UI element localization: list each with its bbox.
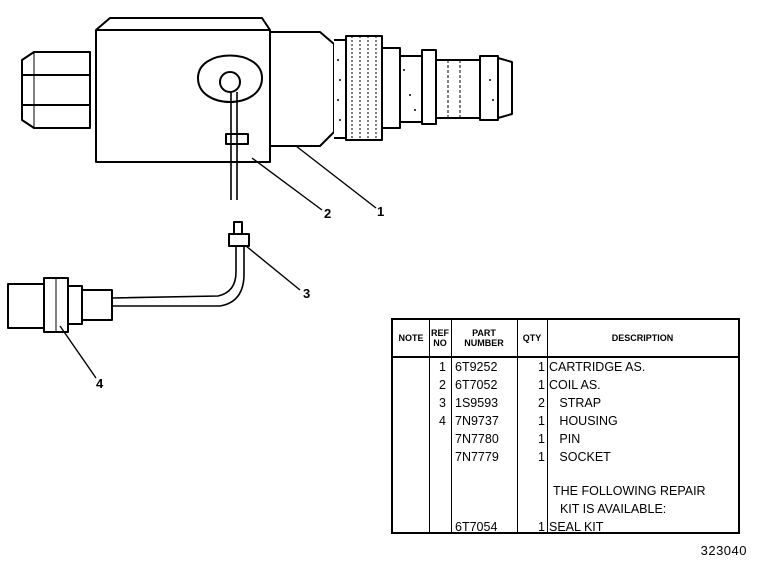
row-2-desc: COIL AS. <box>549 378 601 392</box>
row-3-qty: 2 <box>538 396 545 410</box>
header-description: DESCRIPTION <box>547 320 738 358</box>
callout-1: 1 <box>377 204 385 219</box>
row-1-part: 6T9252 <box>455 360 498 374</box>
row-4-desc: HOUSING <box>549 414 618 428</box>
thread-texture <box>337 59 494 121</box>
row-6-part: 7N7779 <box>455 450 499 464</box>
row-1-desc: CARTRIDGE AS. <box>549 360 646 374</box>
kit-note-line-1: THE FOLLOWING REPAIR <box>553 484 706 498</box>
row-6-desc: SOCKET <box>549 450 611 464</box>
callout-3: 3 <box>303 286 311 301</box>
drawing-number: 323040 <box>700 543 747 558</box>
header-qty: QTY <box>517 320 547 358</box>
parts-list-table: NOTE REF NO PART NUMBER QTY DESCRIPTION … <box>391 318 740 534</box>
row-2-ref: 2 <box>439 378 446 392</box>
row-4-qty: 1 <box>538 414 545 428</box>
coil-lead-wire <box>230 92 238 200</box>
header-ref-no: REF NO <box>429 320 451 358</box>
row-2-qty: 1 <box>538 378 545 392</box>
lower-wire-assembly <box>7 221 250 333</box>
socket-connector <box>7 283 45 329</box>
row-1-qty: 1 <box>538 360 545 374</box>
row-6-qty: 1 <box>538 450 545 464</box>
kit-row-qty: 1 <box>538 520 545 534</box>
row-4-part: 7N9737 <box>455 414 499 428</box>
cartridge-assembly <box>269 31 513 147</box>
kit-row-desc: SEAL KIT <box>549 520 604 534</box>
row-3-ref: 3 <box>439 396 446 410</box>
header-part-number: PART NUMBER <box>451 320 517 358</box>
callout-4: 4 <box>96 376 104 391</box>
hex-nut <box>21 51 91 129</box>
strap-lower <box>228 233 250 247</box>
header-note: NOTE <box>393 320 429 358</box>
row-3-desc: STRAP <box>549 396 602 410</box>
row-5-part: 7N7780 <box>455 432 499 446</box>
kit-note-line-2: KIT IS AVAILABLE: <box>553 502 667 516</box>
callout-2: 2 <box>324 206 332 221</box>
kit-row-part: 6T7054 <box>455 520 498 534</box>
row-5-qty: 1 <box>538 432 545 446</box>
leader-lines <box>59 145 377 379</box>
row-5-desc: PIN <box>549 432 581 446</box>
row-4-ref: 4 <box>439 414 446 428</box>
row-1-ref: 1 <box>439 360 446 374</box>
row-2-part: 6T7052 <box>455 378 498 392</box>
row-3-part: 1S9593 <box>455 396 499 410</box>
coil-body <box>95 17 271 163</box>
